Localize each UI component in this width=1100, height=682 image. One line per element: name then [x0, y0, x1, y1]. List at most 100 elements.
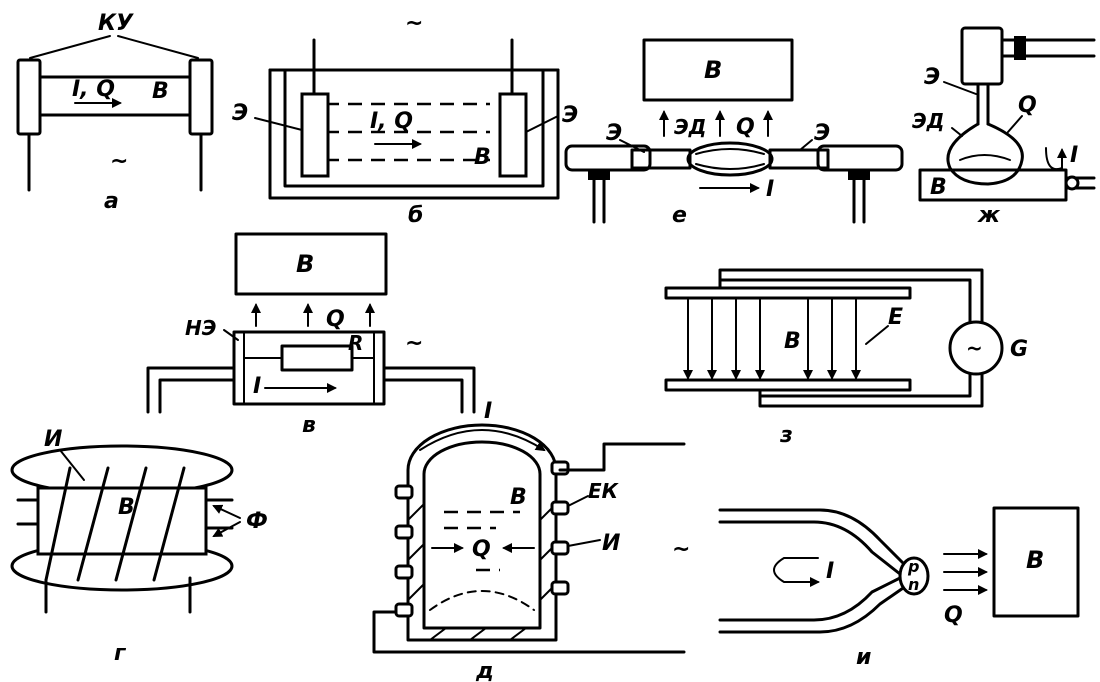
- cable-clamp: [1014, 36, 1026, 60]
- pn-junction: [898, 556, 930, 596]
- label-current: I: [253, 374, 261, 399]
- label-arc: ЭД: [674, 115, 707, 139]
- pointer-electrode-right: [799, 139, 813, 151]
- label-inductor: И: [602, 531, 620, 556]
- inductor-turn-r1: [550, 460, 570, 476]
- pointer-electrode-left: [254, 117, 303, 131]
- crucible-outer: [406, 423, 558, 642]
- bath-outer-wall: [268, 68, 560, 200]
- caption-z: з: [779, 423, 793, 448]
- flux-lines: [16, 498, 234, 530]
- bath-inner-wall: [283, 68, 545, 188]
- supply-wire-left-outer: [146, 366, 236, 414]
- caption-d: д: [475, 659, 494, 682]
- panel-g-induction-heating: И В Ф г: [10, 427, 268, 666]
- label-ac-source: ~: [405, 11, 423, 36]
- label-ac-source: ~: [672, 537, 690, 562]
- ku-pointer-left: [29, 35, 111, 59]
- supply-wire-right-outer: [382, 366, 476, 414]
- label-n: n: [908, 575, 919, 594]
- box-label: В: [704, 56, 722, 84]
- caption-i: и: [856, 645, 871, 670]
- supply-wire-left-inner: [158, 378, 236, 414]
- label-workpiece: В: [930, 175, 947, 200]
- pointer-inductor: [567, 539, 601, 547]
- label-electrode: Э: [924, 65, 940, 90]
- inductor-turn-l4: [394, 602, 414, 618]
- arc-plasma-lines: [695, 148, 765, 170]
- arc-bulb: [946, 122, 1024, 186]
- generator-ac-symbol: ~: [966, 336, 983, 360]
- inductor-turn-r3: [550, 540, 570, 556]
- label-heat: Q: [1018, 93, 1037, 118]
- coil-turn-4: [152, 466, 186, 582]
- crucible-hatching: [407, 503, 557, 641]
- label-heat: Q: [736, 115, 755, 140]
- panel-v-indirect-resistance-heating: В Q I R НЭ ~ в: [146, 232, 476, 438]
- label-workpiece: В: [118, 495, 135, 520]
- arc-inner-line: [959, 154, 1011, 161]
- capacitor-plate-top: [664, 286, 912, 300]
- label-current: I: [1070, 143, 1078, 168]
- heated-body-box: [992, 506, 1080, 618]
- inductor-turn-l3: [394, 564, 414, 580]
- ground-clamp: [1064, 175, 1080, 191]
- pointer-electrode: [943, 81, 977, 95]
- caption-a: а: [104, 189, 119, 214]
- electric-arc: [686, 141, 774, 177]
- label-electrode-left: Э: [232, 101, 248, 126]
- pointer-heat: [1007, 115, 1023, 133]
- label-current: I: [826, 559, 834, 584]
- label-heat: Q: [472, 537, 491, 562]
- label-electrode-right: Э: [814, 121, 830, 146]
- panel-i-thermoelectric-heating: В I p n Q и: [718, 506, 1080, 670]
- label-current: I: [766, 177, 774, 202]
- electrode-holder: [960, 26, 1004, 86]
- coil-turn-1: [44, 466, 72, 582]
- label-melt: В: [510, 485, 527, 510]
- label-heat: Q: [326, 307, 345, 332]
- crucible-inner: [422, 440, 542, 630]
- label-workpiece: В: [152, 79, 169, 104]
- label-flux: Ф: [246, 509, 268, 534]
- label-electrode-right: Э: [562, 103, 578, 128]
- supply-wire-bottom-inner: [758, 372, 972, 398]
- label-ac-source: ~: [405, 331, 423, 356]
- panel-a-direct-resistance-heating: КУ I, Q В ~ а: [16, 11, 214, 214]
- label-heat: Q: [944, 603, 963, 628]
- label-melt: В: [474, 145, 491, 170]
- pointer-flux-1: [212, 504, 241, 519]
- label-heating-element: НЭ: [185, 316, 216, 340]
- pointer-ek: [567, 495, 589, 507]
- label-dielectric: В: [784, 329, 801, 354]
- supply-wire-right-inner: [382, 378, 464, 414]
- holder-clamp-right: [848, 170, 870, 180]
- panel-e-arc-heating: В ЭД Q Э Э I е: [564, 38, 904, 228]
- hf-generator: [948, 320, 1004, 376]
- current-arrow: [1045, 147, 1067, 170]
- supply-wire-top: [558, 442, 686, 472]
- electrode-holder-right: [816, 144, 904, 172]
- box-label: В: [1026, 546, 1044, 574]
- caption-g: г: [114, 641, 127, 666]
- panel-z-dielectric-heating: ~ В Е G з: [664, 268, 1028, 448]
- box-label: В: [296, 250, 314, 278]
- label-current-heat: I, Q: [370, 109, 413, 134]
- label-inductor: И: [44, 427, 62, 452]
- inductor-turn-r2: [550, 500, 570, 516]
- supply-wire-bottom-outer: [758, 372, 984, 408]
- supply-wire-bottom: [372, 610, 686, 654]
- capacitor-plate-bottom: [664, 378, 912, 392]
- pointer-electrode-left: [619, 139, 645, 153]
- conductor-lower-inner: [718, 576, 902, 622]
- current-loop-arrow: [773, 557, 820, 587]
- heated-workpiece: [36, 486, 208, 556]
- caption-v: в: [302, 413, 316, 438]
- label-p: p: [907, 557, 919, 576]
- label-generator: G: [1010, 337, 1028, 362]
- label-ku: КУ: [98, 11, 134, 36]
- label-ac-source: ~: [110, 149, 128, 174]
- heated-body-box: [234, 232, 388, 296]
- holder-clamp-left: [588, 170, 610, 180]
- inductor-turn-l2: [394, 524, 414, 540]
